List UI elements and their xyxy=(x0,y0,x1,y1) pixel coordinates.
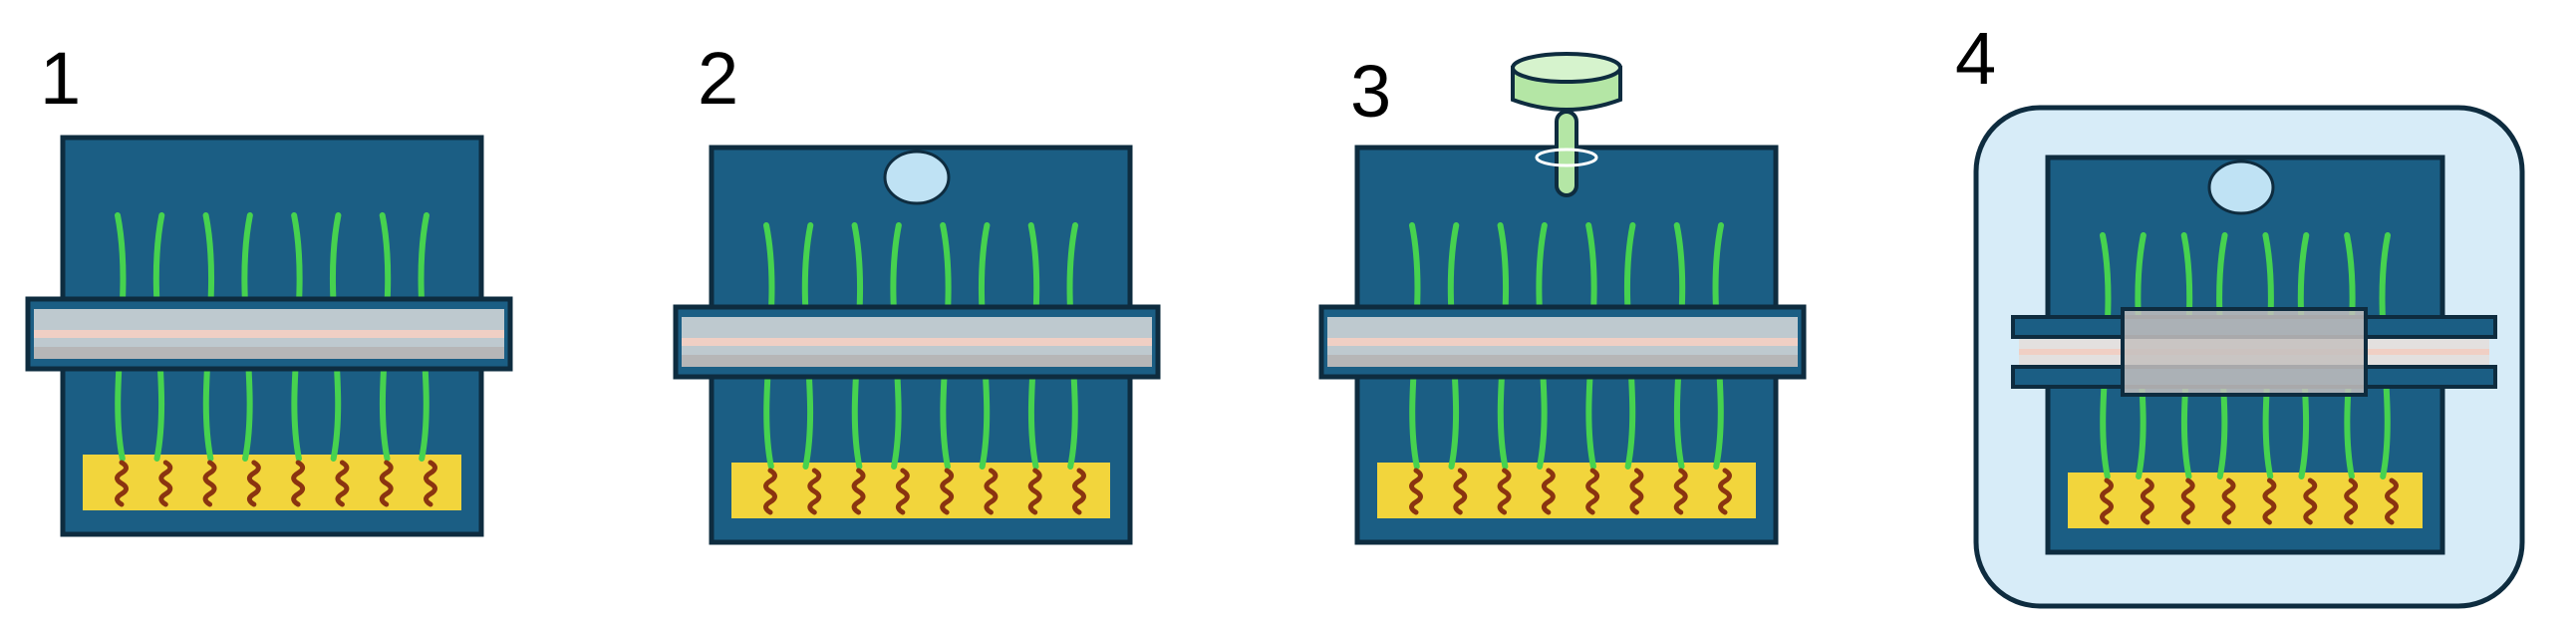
anchor-coil xyxy=(2385,477,2399,525)
pipette-tip xyxy=(1555,110,1578,197)
anchor-coil xyxy=(1409,468,1423,515)
anchor-coil xyxy=(202,460,217,507)
droplet xyxy=(883,150,951,205)
anchor-coil xyxy=(2344,477,2359,525)
rod-stripe xyxy=(34,330,504,338)
substrate xyxy=(83,455,461,510)
droplet xyxy=(2207,159,2275,215)
anchor-coil xyxy=(424,460,437,507)
pipette-rim xyxy=(1511,52,1622,84)
rod-shadow xyxy=(1327,355,1798,367)
anchor-coil xyxy=(895,468,910,515)
substrate xyxy=(731,463,1110,518)
anchor-coil xyxy=(940,468,955,515)
step-2-group xyxy=(673,145,1161,545)
clamp-box xyxy=(2121,307,2368,397)
anchor-coil xyxy=(1629,468,1644,515)
anchor-coil xyxy=(1718,468,1732,515)
anchor-coil xyxy=(1453,468,1468,515)
anchor-coil xyxy=(763,468,777,515)
anchor-coil xyxy=(984,468,999,515)
step-3-group xyxy=(1318,52,1807,545)
step-2-label: 2 xyxy=(698,37,739,120)
step-1-group xyxy=(25,135,513,537)
anchor-coil xyxy=(2100,477,2114,525)
substrate xyxy=(1377,463,1756,518)
rod-stripe xyxy=(1327,338,1798,346)
step-4-group xyxy=(1973,105,2525,609)
rod-shadow xyxy=(34,347,504,359)
rod xyxy=(25,296,513,372)
anchor-coil xyxy=(851,468,866,515)
pipette-ring xyxy=(1535,148,1598,167)
anchor-coil xyxy=(1027,468,1042,515)
anchor-coil xyxy=(1072,468,1086,515)
anchor-coil xyxy=(2221,477,2236,525)
step-1-label: 1 xyxy=(40,37,82,120)
anchor-coil xyxy=(379,460,394,507)
anchor-coil xyxy=(2180,477,2195,525)
anchor-coil xyxy=(115,460,129,507)
anchor-coil xyxy=(1585,468,1600,515)
rod-shadow xyxy=(682,355,1152,367)
rod xyxy=(673,304,1161,380)
step-3-label: 3 xyxy=(1350,50,1392,133)
anchor-coil xyxy=(2303,477,2318,525)
rod-stripe xyxy=(682,338,1152,346)
anchor-coil xyxy=(2140,477,2154,525)
anchor-coil xyxy=(1497,468,1512,515)
anchor-coil xyxy=(246,460,261,507)
anchor-coil xyxy=(291,460,306,507)
anchor-coil xyxy=(1673,468,1688,515)
rod xyxy=(1318,304,1807,380)
anchor-coil xyxy=(2262,477,2277,525)
anchor-coil xyxy=(335,460,350,507)
anchor-coil xyxy=(807,468,822,515)
substrate xyxy=(2068,472,2423,528)
step-4-label: 4 xyxy=(1955,17,1997,100)
anchor-coil xyxy=(1541,468,1556,515)
anchor-coil xyxy=(158,460,173,507)
